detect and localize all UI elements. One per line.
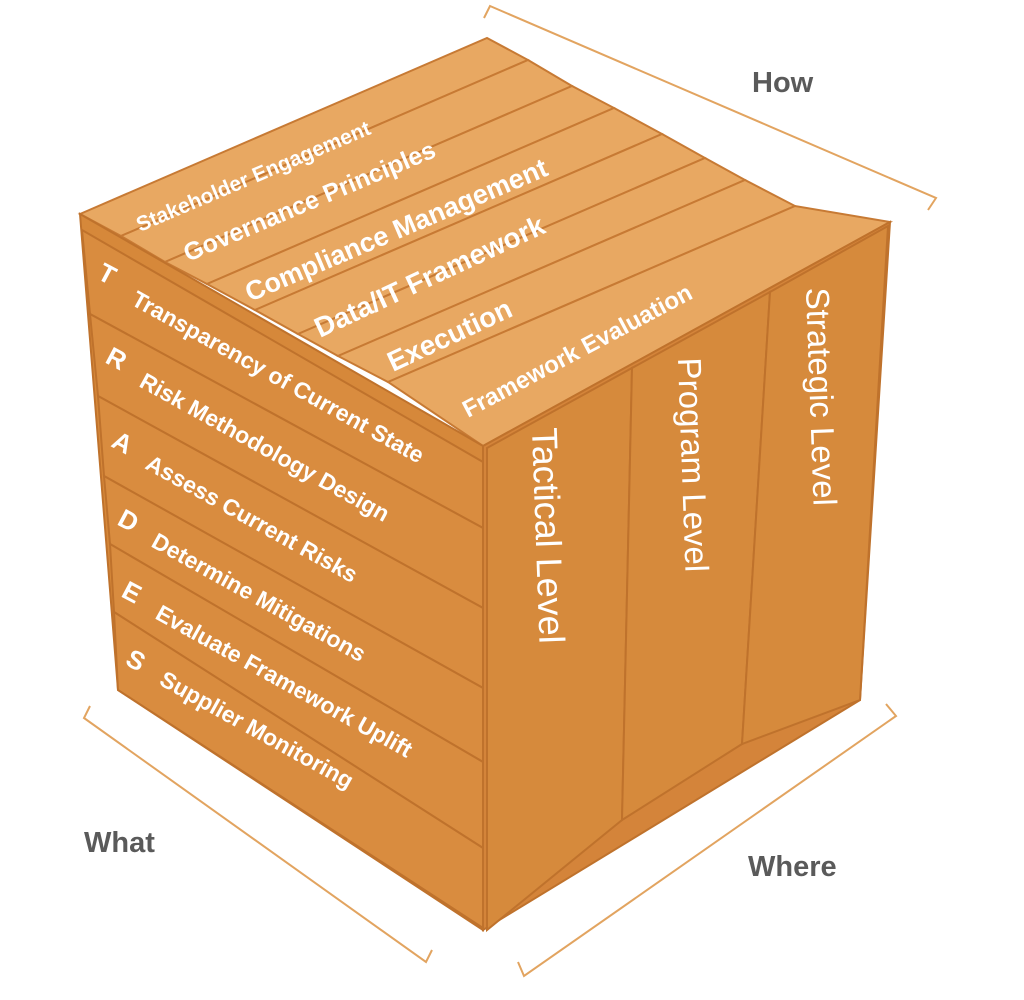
right-label-3: Strategic Level	[799, 287, 844, 506]
right-face	[482, 220, 892, 933]
right-column-3	[740, 224, 890, 746]
where-bracket	[517, 703, 898, 978]
where-label: Where	[748, 851, 837, 883]
right-label-2: Program Level	[671, 357, 715, 573]
top-face	[77, 36, 893, 448]
right-face-labels: Tactical Level Program Level Strategic L…	[524, 287, 844, 644]
what-bracket	[82, 705, 433, 964]
axis-brackets	[82, 4, 938, 978]
what-label: What	[84, 827, 155, 859]
how-label: How	[752, 67, 814, 99]
front-face	[78, 212, 484, 932]
right-label-1: Tactical Level	[524, 427, 573, 644]
how-bracket	[483, 4, 938, 211]
